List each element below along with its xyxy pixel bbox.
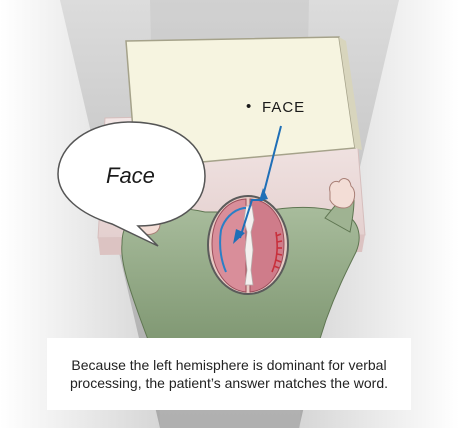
caption-text: Because the left hemisphere is dominant … xyxy=(55,356,403,392)
speech-bubble-text: Face xyxy=(106,163,155,188)
screen-word: FACE xyxy=(262,99,305,116)
caption-box: Because the left hemisphere is dominant … xyxy=(47,338,411,410)
fixation-dot: • xyxy=(246,98,252,115)
